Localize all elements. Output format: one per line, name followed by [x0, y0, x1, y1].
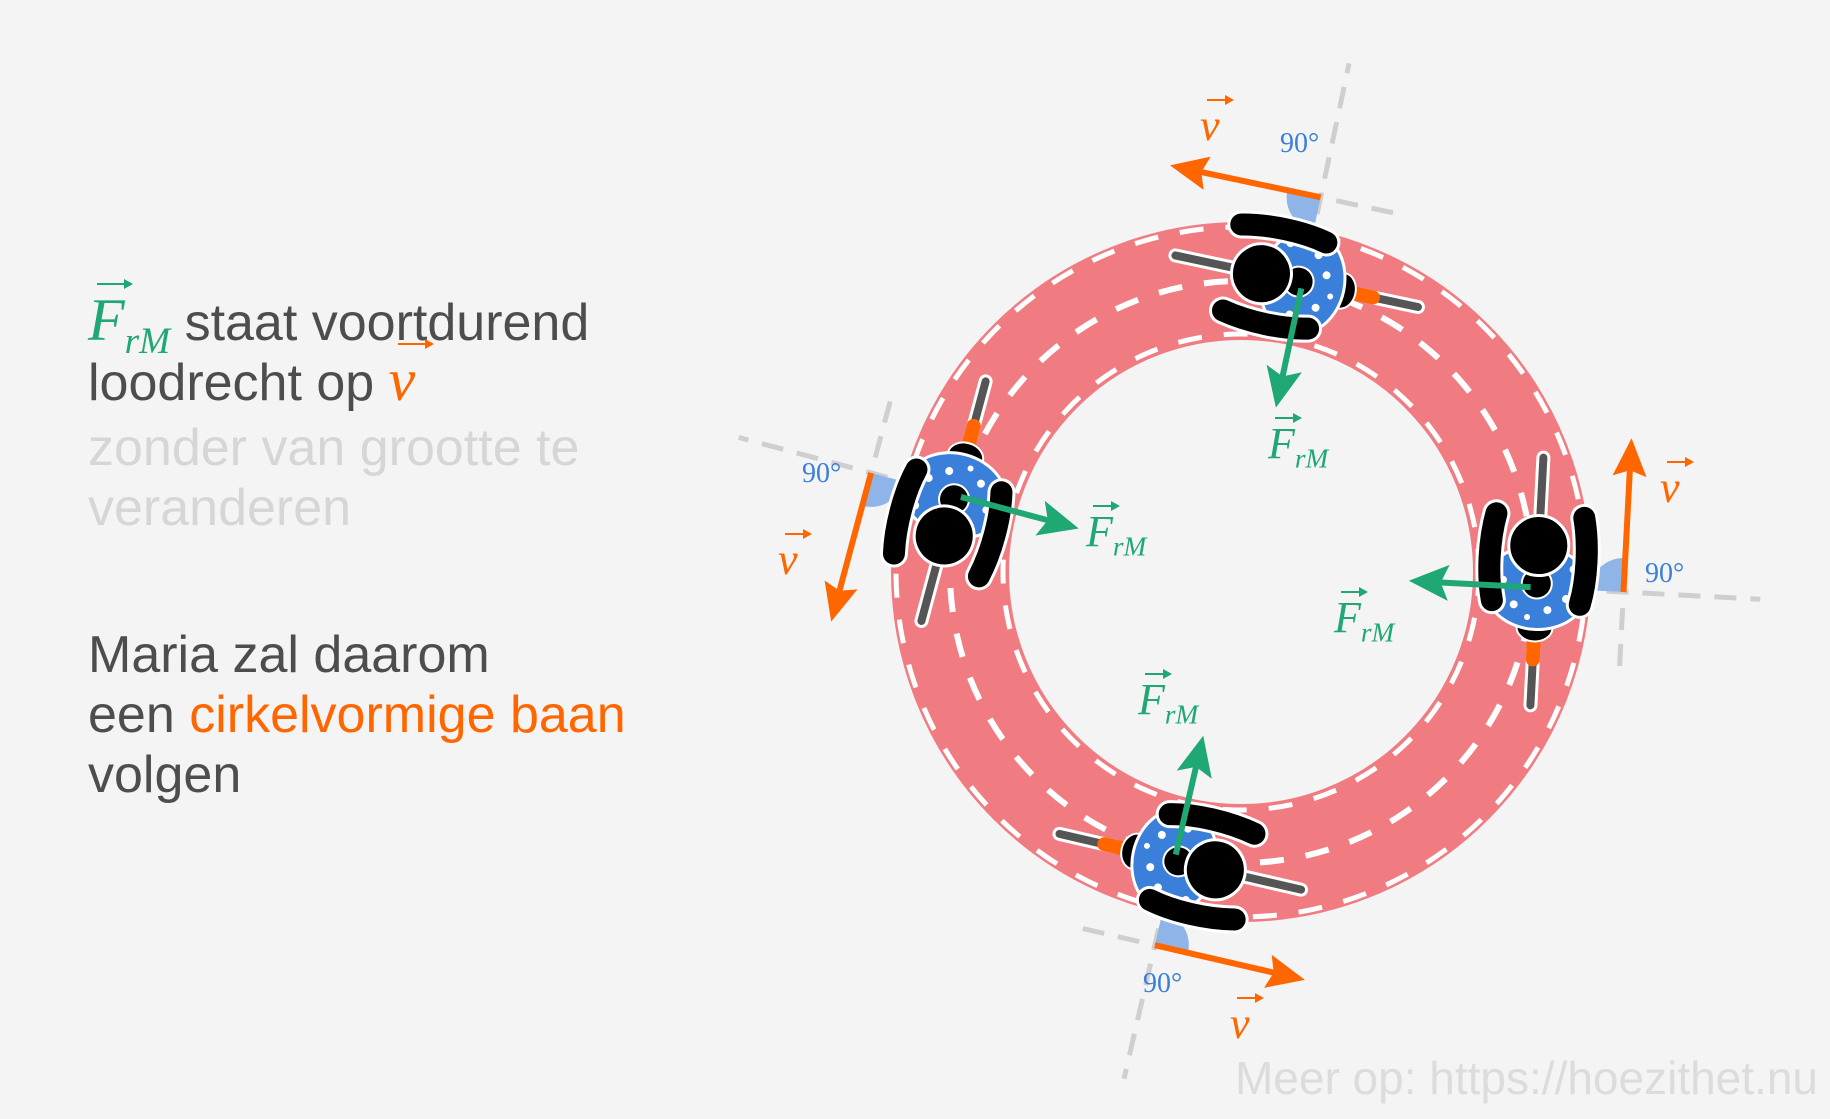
vector-arrow-icon — [1206, 94, 1234, 105]
vector-arrow-icon — [97, 278, 133, 289]
text-line-6-start: een — [88, 686, 175, 744]
text-line-6: een cirkelvormige baan — [88, 685, 626, 745]
angle-label-top: 90° — [1280, 128, 1320, 159]
vector-arrow-icon — [397, 338, 434, 349]
force-label-bottom: FrM — [1138, 668, 1199, 737]
watermark-link[interactable]: Meer op: https://hoezithet.nu — [1234, 1052, 1818, 1104]
force-label-main: F — [1138, 675, 1165, 724]
force-main: F — [88, 287, 125, 353]
velocity-symbol: v — [388, 338, 434, 413]
velocity-label-text: v — [1660, 463, 1680, 512]
velocity-label-text: v — [1200, 101, 1220, 150]
text-line-3: zonder van grootte te — [88, 419, 580, 477]
force-label-right: FrM — [1334, 586, 1395, 655]
text-line-4: veranderen — [88, 479, 352, 537]
velocity-main: v — [388, 347, 416, 413]
text-line-5: Maria zal daarom — [88, 626, 490, 684]
text-line-2-text: loodrecht op — [88, 354, 375, 412]
angle-label-right: 90° — [1645, 558, 1685, 589]
vector-arrow-icon — [1236, 992, 1264, 1003]
vector-arrow-icon — [1144, 668, 1172, 679]
vector-arrow-icon — [784, 528, 812, 539]
force-label-main: F — [1268, 419, 1295, 468]
highlight-circular-path: cirkelvormige baan — [189, 686, 626, 744]
force-symbol: FrM — [88, 278, 171, 372]
force-label-sub: rM — [1112, 531, 1147, 562]
vector-arrow-icon — [1340, 586, 1368, 597]
velocity-label-text: v — [1230, 999, 1250, 1048]
velocity-label-bottom: v — [1230, 992, 1264, 1048]
force-label-sub: rM — [1164, 699, 1199, 730]
force-label-left: FrM — [1086, 500, 1147, 569]
velocity-label-left: v — [778, 528, 812, 584]
velocity-label-text: v — [778, 535, 798, 584]
force-label-main: F — [1334, 593, 1361, 642]
vector-arrow-icon — [1274, 412, 1302, 423]
angle-label-bottom: 90° — [1143, 968, 1183, 999]
force-label-sub: rM — [1294, 443, 1329, 474]
text-line-1-rest: staat voortdurend — [184, 294, 590, 352]
vector-arrow-icon — [1666, 456, 1694, 467]
velocity-label-top: v — [1200, 94, 1234, 150]
vector-arrow-icon — [1092, 500, 1120, 511]
text-line-7: volgen — [88, 746, 242, 804]
force-label-sub: rM — [1360, 617, 1395, 648]
force-label-top: FrM — [1268, 412, 1329, 481]
angle-label-left: 90° — [802, 458, 842, 489]
text-line-1: FrM staat voortdurend — [88, 278, 590, 372]
force-label-main: F — [1086, 507, 1113, 556]
velocity-label-right: v — [1660, 456, 1694, 512]
force-sub: rM — [124, 321, 171, 363]
text-line-2: loodrecht op v — [88, 338, 434, 413]
